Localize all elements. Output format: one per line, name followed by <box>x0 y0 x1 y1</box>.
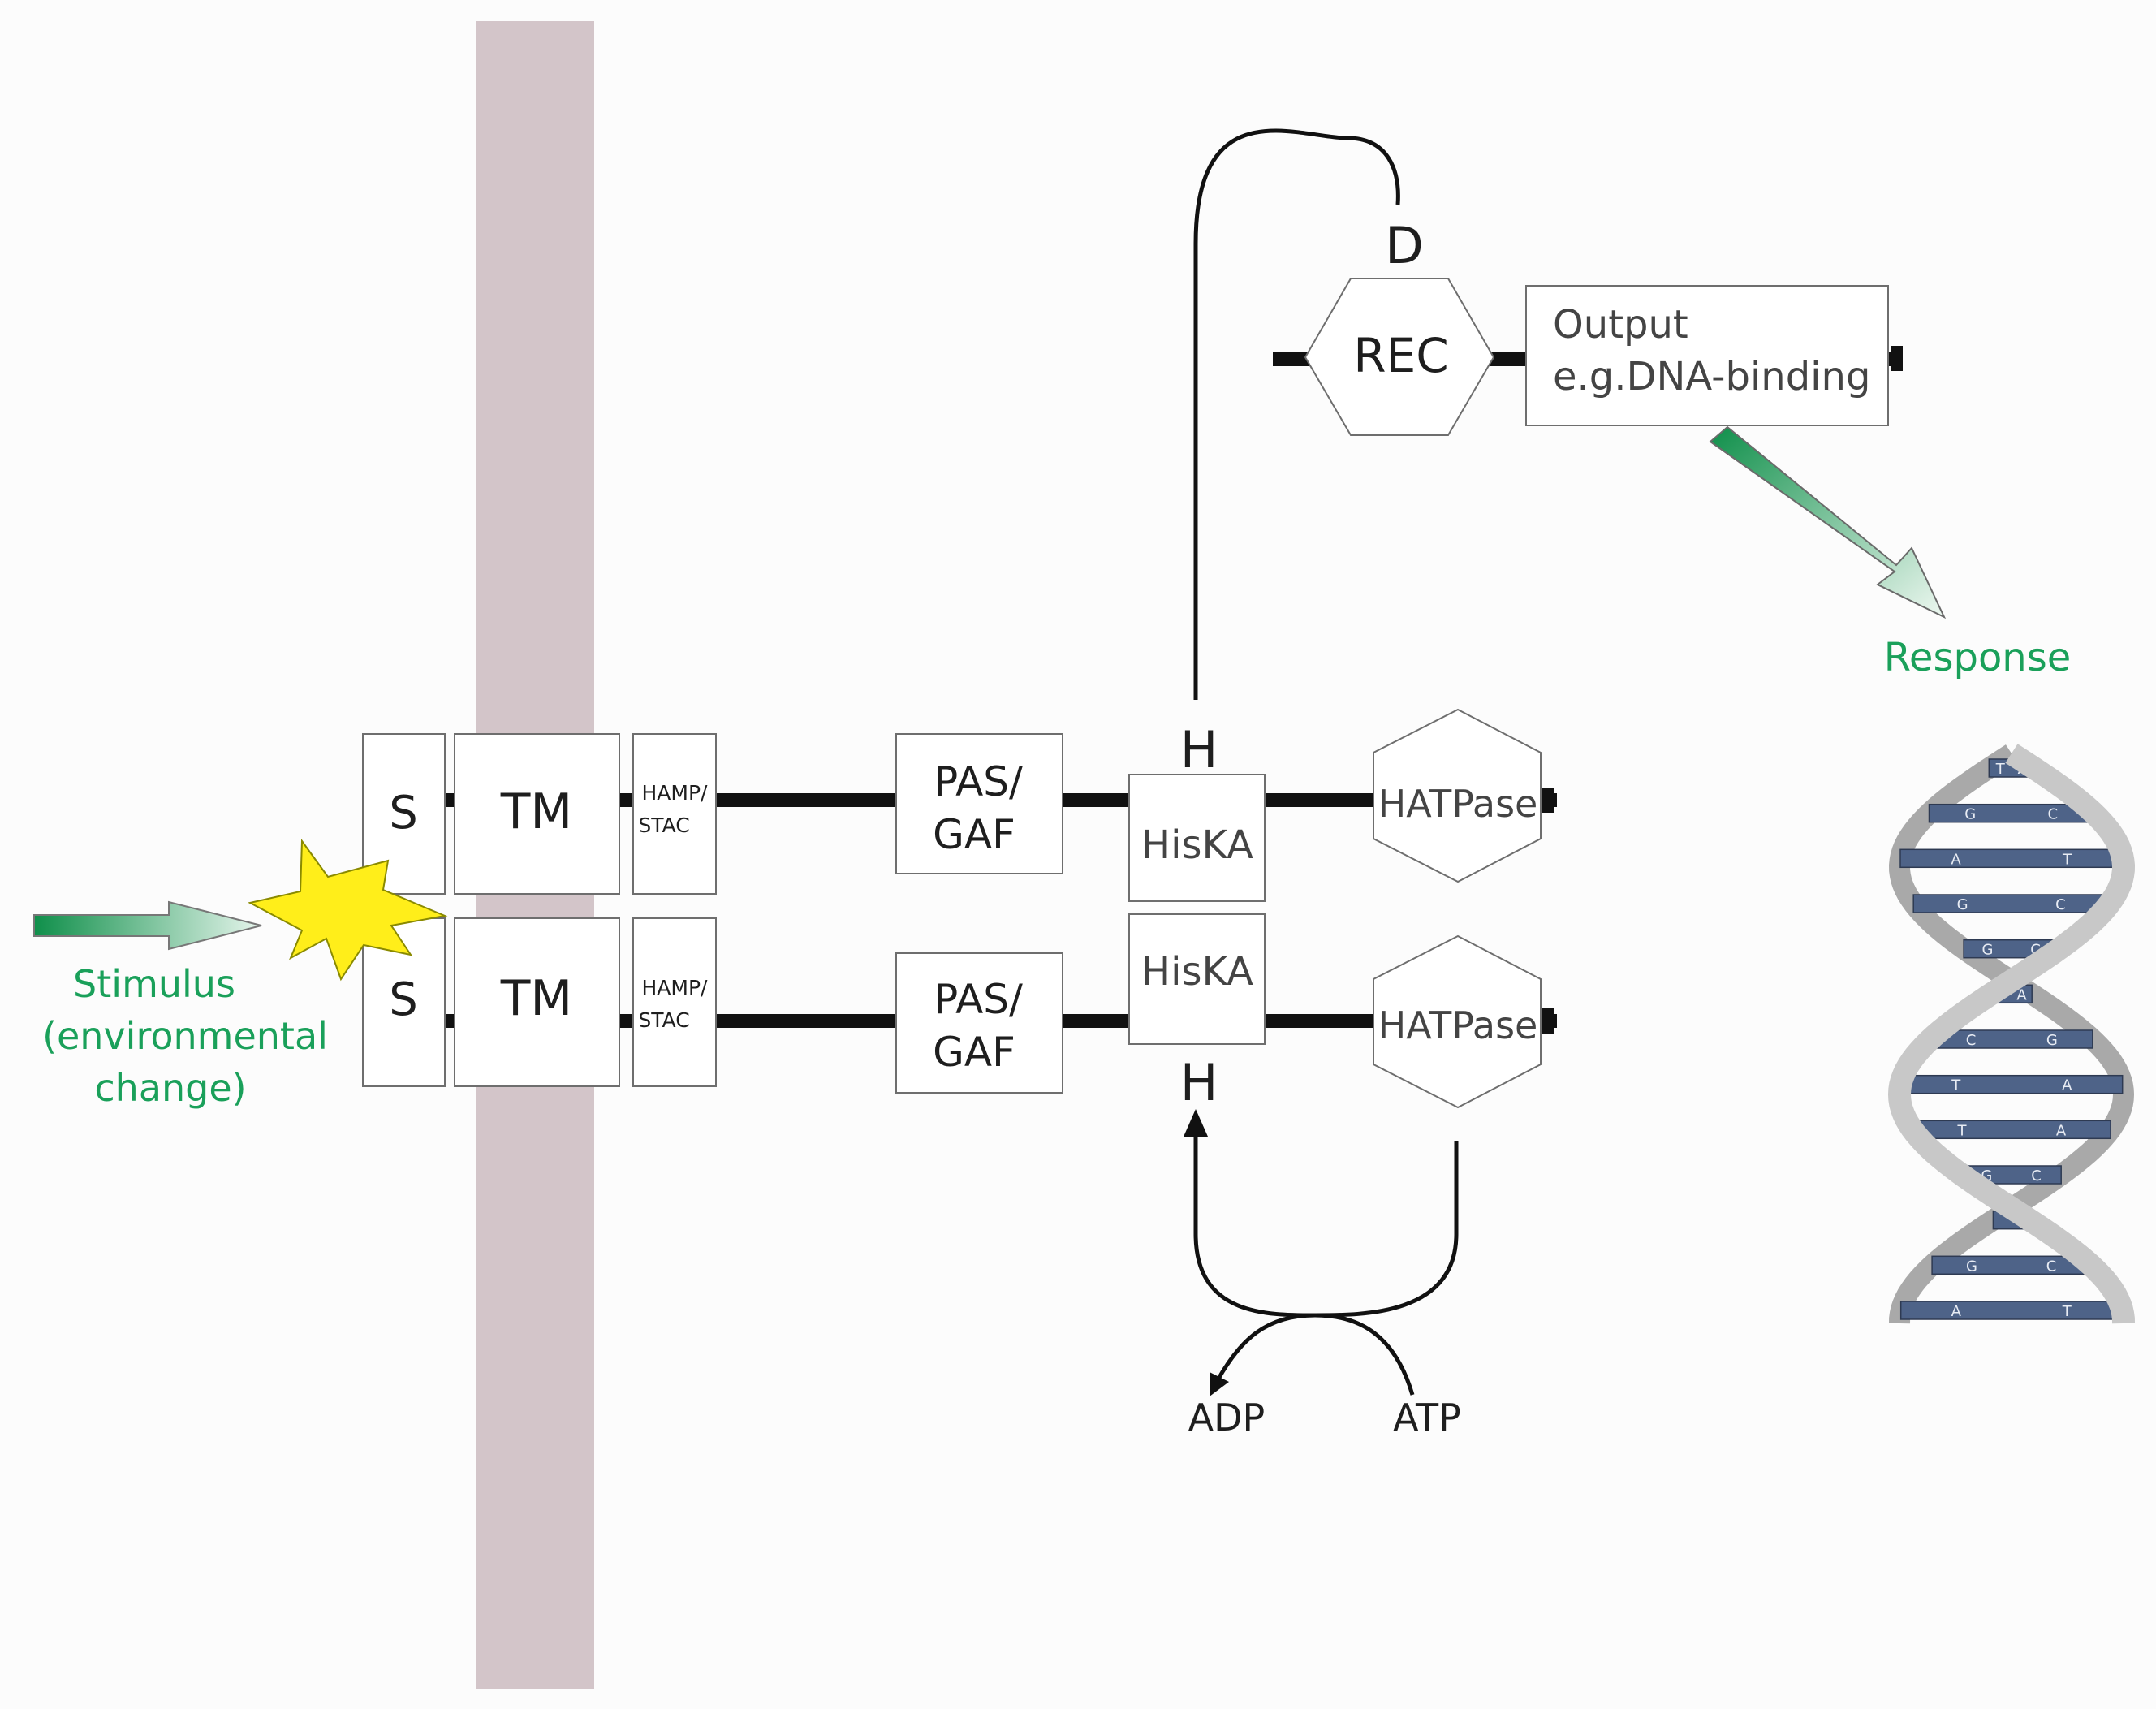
bottom-hamp-label-line1: HAMP/ <box>642 976 709 999</box>
dna-base-left: T <box>1957 1122 1968 1139</box>
output-domain <box>1525 285 1889 426</box>
bottom-sensor-label: S <box>389 973 418 1026</box>
bottom-hatpase-label: HATPase <box>1378 1003 1538 1047</box>
atp-to-adp-curve <box>1215 1313 1415 1396</box>
bottom-transmembrane-domain <box>454 917 620 1087</box>
output-label-line1: Output <box>1553 302 1688 347</box>
stimulus-label: Stimulus (environmental change) <box>42 962 328 1110</box>
stimulus-label-line1: Stimulus <box>73 962 235 1006</box>
dna-rung <box>1928 803 2095 823</box>
top-pas-label-line2: GAF <box>933 811 1015 858</box>
dna-base-right: A <box>2016 986 2027 1003</box>
dna-rung <box>1899 1074 2124 1094</box>
top-hatpase-label: HATPase <box>1378 782 1538 826</box>
stimulus-label-line3: change) <box>94 1066 246 1110</box>
stimulus-burst-icon <box>248 839 448 982</box>
top-pas-label-line1: PAS/ <box>934 758 1023 805</box>
dna-base-left: A <box>1951 851 1961 868</box>
top-sensor-label: S <box>389 787 418 839</box>
dna-base-left: G <box>1966 1258 1977 1275</box>
dna-base-right: C <box>2055 896 2066 913</box>
dna-front-strand <box>1887 744 2136 1324</box>
dna-base-right: G <box>2046 1032 2058 1049</box>
dna-base-left: A <box>1951 1303 1962 1320</box>
rec-domain <box>1304 278 1495 436</box>
top-hiska-label: HisKA <box>1141 822 1253 868</box>
top-chain-end-cap <box>1542 788 1554 813</box>
bottom-hiska-label: HisKA <box>1141 949 1253 995</box>
top-histidine-kinase: S TM HAMP/ STAC PAS/ GAF HisKA HATPase <box>362 708 1542 902</box>
dna-base-left: G <box>1957 896 1968 913</box>
adp-label: ADP <box>1188 1396 1266 1439</box>
bottom-histidine-kinase: S TM HAMP/ STAC PAS/ GAF HisKA HATPase <box>362 913 1542 1109</box>
stimulus-arrow <box>33 900 262 951</box>
bottom-hiska-domain <box>1128 913 1266 1045</box>
dna-base-left: G <box>1964 806 1976 823</box>
top-hamp-label-line2: STAC <box>638 814 689 837</box>
bottom-histidine-label: H <box>1180 1053 1218 1112</box>
stimulus-label-line2: (environmental <box>42 1014 328 1058</box>
dna-base-left: G <box>1982 942 1994 959</box>
top-histidine-label: H <box>1180 720 1218 779</box>
output-label-line2: e.g.DNA-binding <box>1553 354 1870 399</box>
aspartate-label: D <box>1385 216 1424 275</box>
dna-base-left: T <box>1995 761 2006 778</box>
dna-base-left: T <box>1951 1077 1961 1094</box>
top-hamp-stac-domain <box>632 733 717 895</box>
atp-hydrolysis-cycle: ADP ATP <box>1184 1109 1461 1439</box>
dna-base-right: C <box>2048 806 2059 823</box>
dna-base-right: C <box>2046 1258 2057 1275</box>
atp-label: ATP <box>1393 1396 1461 1439</box>
top-hamp-label-line1: HAMP/ <box>642 781 709 805</box>
bottom-transmembrane-label: TM <box>500 970 572 1027</box>
top-hiska-domain <box>1128 774 1266 902</box>
dna-base-right: T <box>2062 851 2072 868</box>
dna-rung <box>1912 1120 2111 1140</box>
top-transmembrane-label: TM <box>500 783 572 840</box>
bottom-hamp-label-line2: STAC <box>638 1008 689 1032</box>
response-label: Response <box>1884 635 2072 680</box>
phosphotransfer-curve <box>1193 128 1400 700</box>
dna-base-right: C <box>2031 1167 2042 1185</box>
dna-base-right: A <box>2062 1077 2072 1094</box>
rec-label: REC <box>1353 328 1448 383</box>
bottom-pas-label-line2: GAF <box>933 1029 1015 1076</box>
bottom-hatpase-domain <box>1373 934 1542 1109</box>
bottom-chain-end-cap <box>1542 1008 1554 1034</box>
response-arrow <box>1709 425 1947 619</box>
bottom-hamp-stac-domain <box>632 917 717 1087</box>
dna-base-right: T <box>2062 1303 2072 1320</box>
dna-rung <box>1912 894 2111 913</box>
top-hatpase-domain <box>1373 708 1542 883</box>
response-regulator-end-cap <box>1891 346 1903 371</box>
top-transmembrane-domain <box>454 733 620 895</box>
bottom-pas-gaf-domain <box>895 952 1063 1094</box>
dna-rung <box>1899 1301 2124 1320</box>
top-pas-gaf-domain <box>895 733 1063 874</box>
adp-arrowhead <box>1210 1372 1229 1396</box>
dna-base-right: A <box>2056 1122 2067 1139</box>
bottom-pas-label-line1: PAS/ <box>934 976 1023 1023</box>
dna-base-left: C <box>1966 1032 1977 1049</box>
response-regulator: D REC Output e.g.DNA-binding <box>1273 216 1903 436</box>
phosphorylation-arrowhead <box>1184 1109 1208 1137</box>
dna-rung <box>1899 848 2124 869</box>
phosphorylation-arrow <box>1193 1129 1459 1318</box>
